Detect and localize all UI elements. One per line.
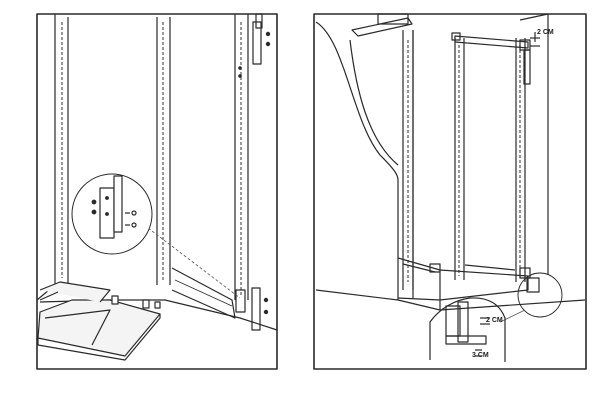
dimension-label-top: 2 CM — [537, 29, 554, 36]
dimension-label-mid: 2 CM — [486, 317, 503, 324]
pullout-panel — [171, 267, 236, 319]
left-illustration — [36, 13, 278, 370]
bottom-bracket — [235, 287, 269, 331]
curved-door — [315, 21, 399, 300]
right-illustration: 2 CM 2 CM 3 CM — [313, 13, 587, 370]
pullout-frame — [402, 30, 531, 290]
top-bracket — [238, 13, 271, 78]
right-frame — [313, 13, 587, 370]
left-frame — [36, 13, 278, 370]
bottom-shelf — [397, 257, 540, 301]
dimension-label-low: 3 CM — [472, 352, 489, 359]
zoom-detail-left — [71, 173, 153, 255]
zoom-circle-small — [517, 272, 563, 318]
zoom-detail-right: 2 CM 3 CM — [429, 297, 506, 362]
floor-tray — [37, 281, 161, 361]
top-left-bracket — [351, 13, 413, 37]
dimension-top: 2 CM — [530, 29, 554, 47]
